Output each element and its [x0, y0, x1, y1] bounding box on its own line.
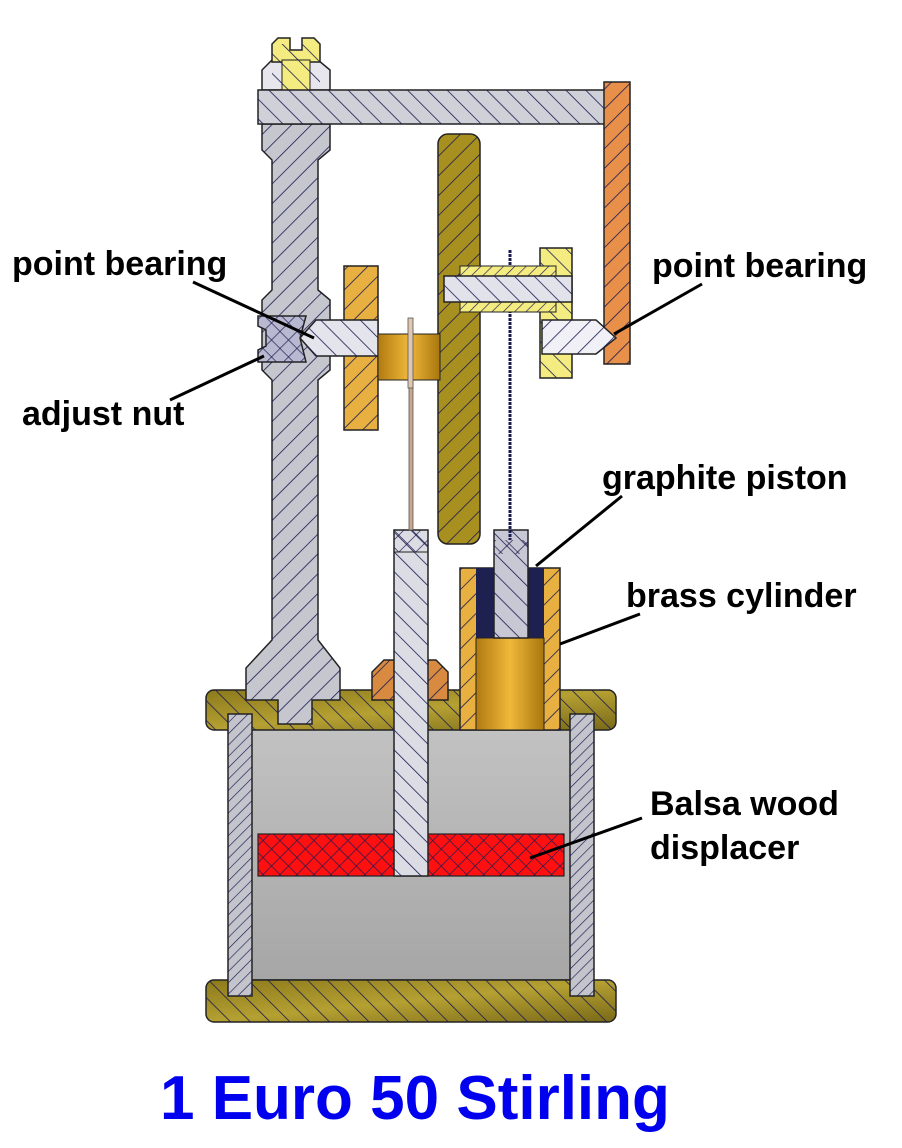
leader-point-bearing-right	[613, 282, 703, 336]
label-graphite-piston: graphite piston	[602, 459, 848, 497]
leader-balsa-displacer	[529, 816, 643, 860]
leader-point-bearing-left	[192, 280, 315, 340]
chamber-wall-right	[569, 713, 595, 997]
graphite-piston	[493, 250, 529, 639]
diagram-title: 1 Euro 50 Stirling	[160, 1064, 670, 1133]
flywheel	[437, 133, 481, 545]
label-point-bearing-right: point bearing	[652, 247, 868, 285]
bottom-flange	[205, 979, 617, 1023]
leader-adjust-nut	[169, 354, 265, 402]
label-displacer: displacer	[650, 829, 800, 867]
label-point-bearing-left: point bearing	[12, 245, 228, 283]
leader-graphite-piston	[535, 494, 623, 568]
label-adjust-nut: adjust nut	[22, 395, 185, 433]
right-bearing-assembly	[443, 247, 618, 379]
top-beam	[257, 89, 613, 125]
label-balsa-wood: Balsa wood	[650, 785, 839, 823]
left-pillar	[245, 123, 341, 725]
leader-lines	[169, 280, 703, 860]
right-bracket	[603, 81, 631, 365]
chamber-wall-left	[227, 713, 253, 997]
main-shaft	[298, 317, 441, 389]
top-screw	[261, 37, 331, 93]
leader-brass-cylinder	[559, 612, 641, 646]
label-brass-cylinder: brass cylinder	[626, 577, 857, 615]
displacer-rod	[393, 329, 429, 877]
